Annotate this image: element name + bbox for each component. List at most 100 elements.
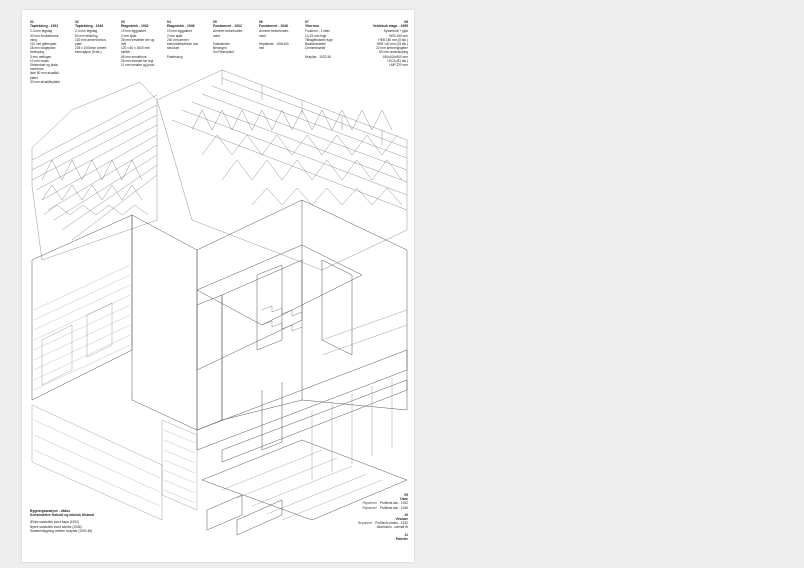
legend-row: Reparerer Profilerst dør - 1932: [322, 501, 408, 505]
legend-line: ment: [213, 33, 221, 38]
brick-texture: [31, 264, 198, 521]
legend-title: Taptekking - 1946: [75, 24, 104, 29]
legend-title: Veldekult etage - 1995: [372, 24, 408, 29]
legend-line: Pastrissing: [167, 54, 183, 59]
legend-num: 02: [75, 20, 79, 24]
legend-line: Betongen: [213, 46, 227, 51]
drawing-sheet: 01 Taptekking - 1932 2-4 mm tegstag 40 m…: [22, 10, 414, 562]
legend-num: 04: [167, 20, 171, 24]
legend-line: 14-15 mm fuge: [305, 33, 327, 38]
legend-line: HEB 180 mm (5 stk.): [378, 37, 408, 42]
legend-line: trestoping: [30, 50, 44, 55]
legend-col-07: 07 Yttermur Fundmur - 2 stein 14-15 mm f…: [305, 20, 349, 59]
legend-line: Cementmørtel: [305, 46, 326, 51]
legend-row: Reparerer Profilerst dør - 1946: [322, 506, 408, 510]
legend-line: mm: [259, 46, 265, 51]
roof-trusses-right: [156, 69, 408, 271]
legend-line: 120 x 60 x 3000 mm: [121, 46, 150, 51]
legend-line: 50 mm understoping: [378, 50, 408, 55]
legend-col-02: 02 Taptekking - 1946 2-4 mm tegstag 60 m…: [75, 20, 119, 55]
row-value: Profilerst dør - 1946: [379, 505, 408, 510]
legend-line: 2 mm sjakt: [167, 33, 183, 38]
legend-num: 11: [404, 532, 408, 537]
legend-line: plate: [75, 42, 82, 47]
legend-line: 65 mm sendebruk: [121, 54, 147, 59]
legend-title: Yttermur: [305, 24, 320, 29]
legend-line: 28 mm bolgeplate-: [30, 46, 57, 51]
legend-line: 30 mm akustikkplater: [30, 79, 61, 84]
element-legend: 09 Døre Reparerer Profilerst dør - 1932 …: [322, 493, 408, 541]
legend-line: 230 mm armert: [167, 37, 189, 42]
legend-line: Sol Reserplant: [213, 50, 234, 55]
legend-line: 19 mm eggparket: [167, 29, 192, 34]
legend-col-05: 05 Fundament - 1932 Armeret betonfunder-…: [213, 20, 257, 55]
legend-num: 05: [213, 20, 217, 24]
legend-num: 01: [30, 20, 34, 24]
legend-line: plater: [30, 75, 38, 80]
legend-line: 28 mm tresterter der og: [121, 37, 155, 42]
note-line: Sammenbygning mellem murpilar (1932-46): [30, 528, 93, 533]
note-line: Nyere sandsteik tnord sandte (1946): [30, 524, 82, 529]
legend-title: Døre: [400, 497, 408, 502]
legend-line: Fundmur - 2 stein: [305, 29, 330, 34]
legend-title: Etagedekk - 1932: [121, 24, 149, 29]
legend-line: 40 mm forskalkonstr: [30, 33, 59, 38]
legend-line: 2-4 mm tegstag: [75, 29, 98, 34]
legend-line: 22 mm armeringsgitter: [376, 46, 408, 51]
project-subtitle: Konstruktive forhold og teknisk tilstand: [30, 513, 95, 518]
legend-line: membran: [30, 67, 44, 72]
legend-num: 08: [404, 20, 408, 24]
row-value: Aluminium - udendt år: [376, 525, 408, 530]
legend-line: hvit: [121, 42, 126, 47]
legend: 01 Taptekking - 1932 2-4 mm tegstag 40 m…: [30, 20, 408, 90]
legend-col-04: 04 Etagedekk - 1946 19 mm eggparket 2 mm…: [167, 20, 211, 59]
legend-line: LECA (81 stk.): [387, 58, 408, 63]
legend-line: 3 mm nettluger: [30, 54, 52, 59]
legend-line: struktuer: [167, 46, 180, 51]
legend-line: ment: [259, 33, 267, 38]
legend-line: LMP 220 mm: [389, 63, 408, 68]
legend-line: Armeret betonfunder-: [259, 29, 290, 34]
legend-col-01: 01 Taptekking - 1932 2-4 mm tegstag 40 m…: [30, 20, 74, 84]
legend-num: 07: [305, 20, 309, 24]
legend-line: Ikke 50 mm akustikk-: [30, 71, 60, 76]
legend-line: Tilbagetrukken fuge: [305, 37, 333, 42]
legend-line: 120 mm armert beton-: [75, 37, 107, 42]
legend-title: Paneler: [395, 536, 408, 541]
row-value: Profilerst dør - 1932: [379, 501, 408, 506]
legend-title: Taptekking - 1932: [30, 24, 59, 29]
project-title: Bygningsanalyse - rådus: [30, 509, 71, 513]
legend-line: 2 mm sjakt: [121, 33, 137, 38]
legend-line: 28 mm treester før legt: [121, 58, 154, 63]
legend-num: 09: [404, 493, 408, 497]
legend-col-08: 08 Veldekult etage - 1995 Systemloft + g…: [360, 20, 408, 67]
legend-title: Etagedekk - 1946: [167, 24, 195, 29]
legend-line: Armeret betonfunder-: [213, 29, 244, 34]
legend-line: betongspar (5 stk.): [75, 50, 102, 55]
legend-line: Strisenbart og plate-: [30, 63, 59, 68]
legend-line: 19 mm eggparket: [121, 29, 146, 34]
legend-line: ming: [30, 37, 37, 42]
stair: [261, 305, 303, 332]
title-block: Bygningsanalyse - rådus Konstruktive for…: [30, 509, 160, 533]
legend-col-06: 06 Fundament - 1946 Armeret betonfunder-…: [259, 20, 303, 50]
legend-line: bjelker: [121, 50, 131, 55]
legend-line: HEB 160 mm: [389, 33, 408, 38]
row-key: Reparerer: [357, 521, 373, 526]
legend-num: 10: [404, 512, 408, 517]
note-line: Ældre sandsteik tnord kapa (1932): [30, 520, 79, 525]
roof-trusses-left: [31, 81, 158, 261]
walls: [31, 199, 408, 431]
legend-line: Heplatmte - 150x150: [259, 42, 289, 47]
row-key: Reparerer: [362, 501, 377, 506]
legend-title: Fundament - 1932: [213, 24, 242, 29]
legend-line: 110 mm gitterspær: [30, 42, 57, 47]
legend-title: Vinduer: [395, 517, 408, 522]
legend-line: 225 x 1000mm armert: [75, 46, 107, 51]
legend-row: Aluminium - udendt år: [322, 525, 408, 529]
legend-line: 60 mm tekkning: [75, 33, 98, 38]
legend-line: Kalkstender: [213, 42, 230, 47]
floor-structure: [196, 309, 408, 536]
legend-row: Reparerer Profilerst vindue - 1932: [322, 521, 408, 525]
row-key: Reparerer: [362, 505, 377, 510]
